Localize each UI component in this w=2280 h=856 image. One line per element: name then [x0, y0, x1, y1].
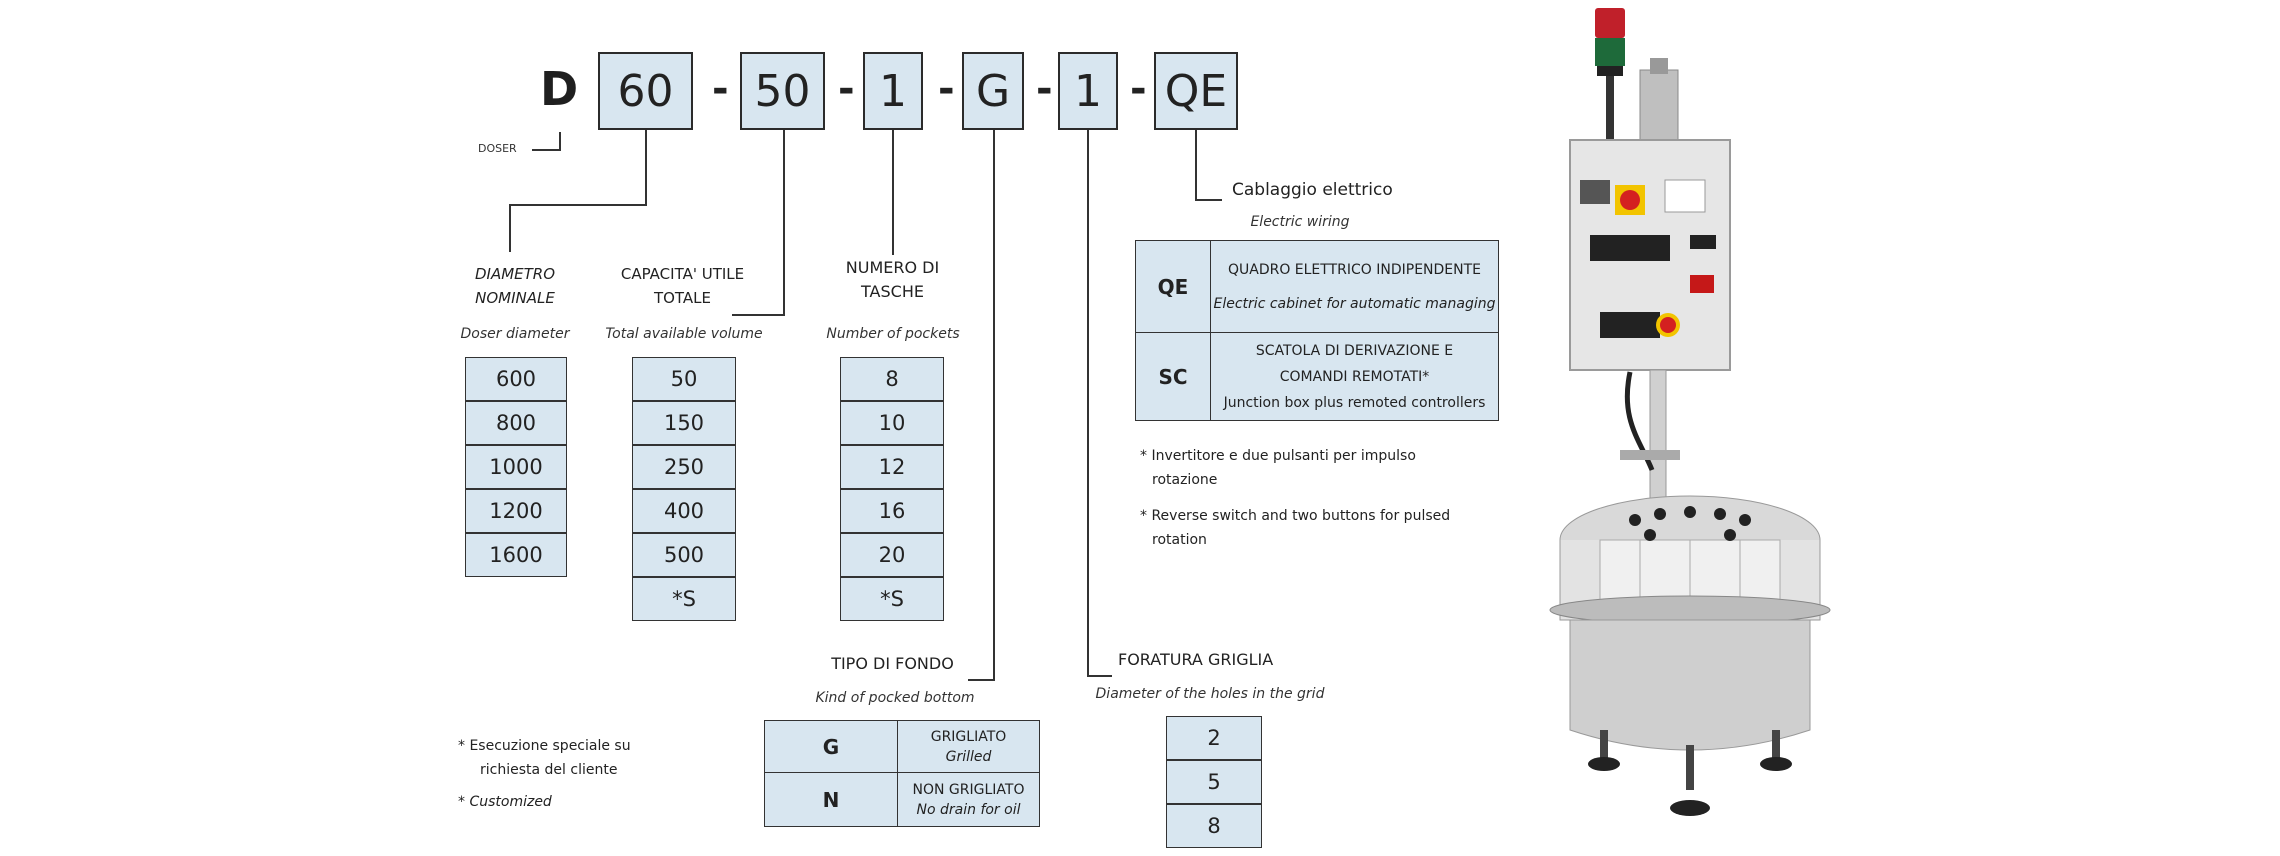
capacity-title: CAPACITA' UTILE TOTALE: [600, 262, 765, 310]
grid-holes-list: 2 5 8: [1166, 716, 1262, 848]
list-item: 150: [632, 401, 736, 445]
pockets-title-line2: TASCHE: [861, 282, 924, 301]
code-separator: -: [838, 66, 855, 112]
list-item: 2: [1166, 716, 1262, 760]
list-item: 12: [840, 445, 944, 489]
bottom-subtitle: Kind of pocked bottom: [815, 690, 975, 706]
wiring-desc-it: QUADRO ELETTRICO INDIPENDENTE: [1227, 261, 1482, 278]
bottom-code-cell: G: [764, 720, 898, 773]
wiring-table: QE QUADRO ELETTRICO INDIPENDENTE Electri…: [1135, 240, 1499, 421]
capacity-title-line2: TOTALE: [653, 289, 712, 307]
code-segment-diameter: 60: [598, 52, 693, 130]
pockets-title: NUMERO DI TASCHE: [820, 256, 965, 304]
footnote-line2: richiesta del cliente: [480, 762, 618, 778]
diameter-title-line1: DIAMETRO: [474, 265, 556, 283]
list-item: 400: [632, 489, 736, 533]
diameter-title-line2: NOMINALE: [475, 289, 555, 307]
bottom-desc-it: GRIGLIATO: [930, 728, 1007, 745]
capacity-title-line1: CAPACITA' UTILE: [620, 265, 745, 283]
bottom-desc-en: No drain for oil: [916, 801, 1021, 818]
wiring-desc-cell: SCATOLA DI DERIVAZIONE E COMANDI REMOTAT…: [1210, 332, 1499, 421]
pockets-title-line1: NUMERO DI: [845, 258, 940, 277]
bottom-desc-cell: NON GRIGLIATO No drain for oil: [897, 772, 1040, 827]
list-item: 1000: [465, 445, 567, 489]
wiring-note-it-line2: rotazione: [1152, 472, 1218, 488]
list-item: 1600: [465, 533, 567, 577]
wiring-note-en-line2: rotation: [1152, 532, 1207, 548]
wiring-subtitle: Electric wiring: [1250, 214, 1350, 230]
list-item: 250: [632, 445, 736, 489]
list-item: 600: [465, 357, 567, 401]
grid-holes-title: FORATURA GRIGLIA: [1118, 650, 1274, 669]
bottom-code-cell: N: [764, 772, 898, 827]
list-item: *S: [632, 577, 736, 621]
doser-machine-illustration: [1549, 8, 1831, 816]
table-row: QE QUADRO ELETTRICO INDIPENDENTE Electri…: [1135, 240, 1499, 333]
code-separator: -: [1036, 66, 1053, 112]
diameter-title: DIAMETRO NOMINALE: [440, 262, 590, 310]
emergency-stop-icon: [1660, 317, 1676, 333]
doser-caption: DOSER: [478, 142, 517, 155]
table-row: G GRIGLIATO Grilled: [764, 720, 1040, 773]
code-separator: -: [938, 66, 955, 112]
pockets-list: 8 10 12 16 20 *S: [840, 357, 944, 621]
wiring-note-en: * Reverse switch and two buttons for pul…: [1140, 504, 1520, 552]
table-row: SC SCATOLA DI DERIVAZIONE E COMANDI REMO…: [1135, 332, 1499, 421]
green-signal-light: [1595, 38, 1625, 66]
pockets-subtitle: Number of pockets: [826, 326, 960, 342]
code-segment-bottom: G: [962, 52, 1024, 130]
main-switch-icon: [1620, 190, 1640, 210]
table-row: N NON GRIGLIATO No drain for oil: [764, 772, 1040, 827]
wiring-desc-it-line1: SCATOLA DI DERIVAZIONE E: [1255, 342, 1454, 359]
wiring-code-cell: QE: [1135, 240, 1211, 333]
list-item: 20: [840, 533, 944, 577]
bottom-desc-cell: GRIGLIATO Grilled: [897, 720, 1040, 773]
footnote-line3: * Customized: [458, 794, 552, 810]
red-signal-light: [1595, 8, 1625, 38]
diameter-list: 600 800 1000 1200 1600: [465, 357, 567, 577]
wiring-note-it-line1: * Invertitore e due pulsanti per impulso: [1140, 448, 1416, 464]
wiring-note-it: * Invertitore e due pulsanti per impulso…: [1140, 444, 1520, 492]
bottom-table: G GRIGLIATO Grilled N NON GRIGLIATO No d…: [764, 720, 1040, 827]
list-item: 8: [840, 357, 944, 401]
list-item: 5: [1166, 760, 1262, 804]
wiring-code-cell: SC: [1135, 332, 1211, 421]
list-item: 16: [840, 489, 944, 533]
wiring-note-en-line1: * Reverse switch and two buttons for pul…: [1140, 508, 1451, 524]
list-item: 8: [1166, 804, 1262, 848]
code-prefix: D: [540, 62, 579, 116]
wiring-desc-cell: QUADRO ELETTRICO INDIPENDENTE Electric c…: [1210, 240, 1499, 333]
code-separator: -: [712, 66, 729, 112]
wiring-desc-it-line2: COMANDI REMOTATI*: [1279, 368, 1430, 385]
code-segment-grid: 1: [1058, 52, 1118, 130]
wiring-desc-en: Electric cabinet for automatic managing: [1213, 295, 1496, 312]
code-segment-pockets: 1: [863, 52, 923, 130]
list-item: 500: [632, 533, 736, 577]
code-separator: -: [1130, 66, 1147, 112]
wiring-title: Cablaggio elettrico: [1232, 180, 1393, 200]
capacity-list: 50 150 250 400 500 *S: [632, 357, 736, 621]
bottom-desc-en: Grilled: [945, 748, 992, 765]
wiring-desc-en: Junction box plus remoted controllers: [1223, 394, 1486, 411]
code-segment-capacity: 50: [740, 52, 825, 130]
list-item: 1200: [465, 489, 567, 533]
footnote-line1: * Esecuzione speciale su: [458, 738, 631, 754]
list-item: 10: [840, 401, 944, 445]
bottom-desc-it: NON GRIGLIATO: [912, 781, 1025, 798]
footnote: * Esecuzione speciale su richiesta del c…: [458, 734, 631, 814]
grid-holes-subtitle: Diameter of the holes in the grid: [1095, 686, 1325, 702]
code-segment-wiring: QE: [1154, 52, 1238, 130]
list-item: 50: [632, 357, 736, 401]
diameter-subtitle: Doser diameter: [460, 326, 570, 342]
capacity-subtitle: Total available volume: [605, 326, 763, 342]
list-item: 800: [465, 401, 567, 445]
list-item: *S: [840, 577, 944, 621]
bottom-title: TIPO DI FONDO: [831, 654, 954, 673]
